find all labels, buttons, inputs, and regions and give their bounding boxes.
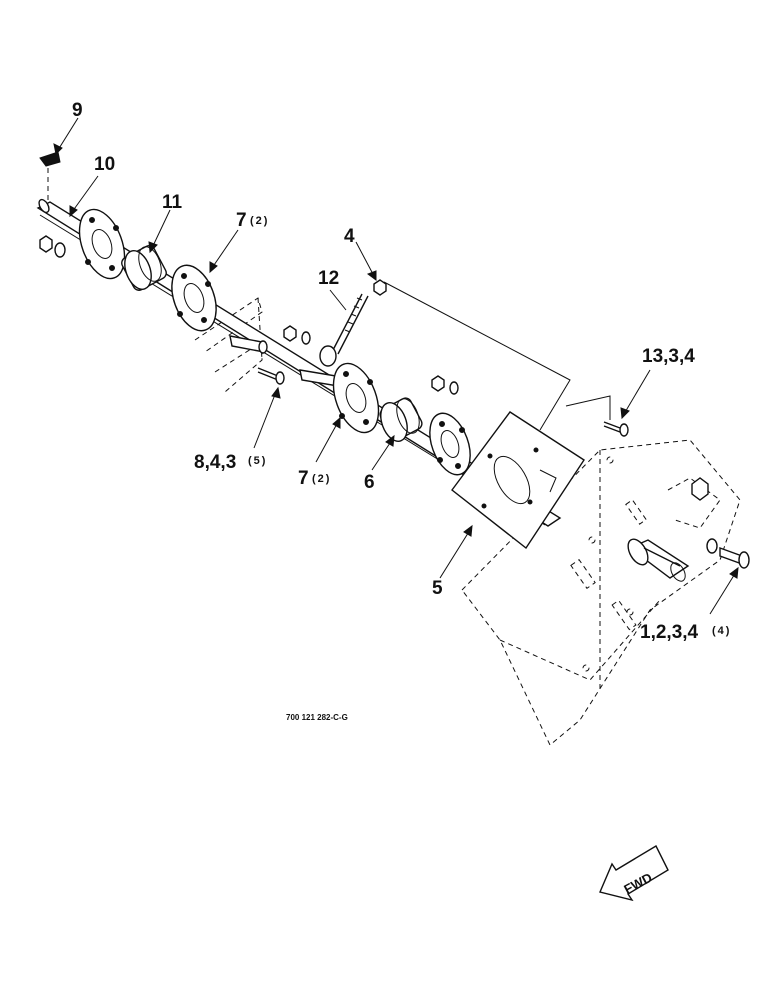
flange-10 [78,208,126,280]
flange-7-lower [332,362,380,434]
callout-12: 12 [318,268,339,289]
bearing-11 [121,245,167,291]
flange-right [429,412,471,476]
callout-5: 5 [432,578,443,599]
callout-7-lower-qty: (2) [312,473,331,485]
callout-7-upper-qty: (2) [250,215,269,227]
callout-4: 4 [344,226,355,247]
callout-8-4-3-qty: (5) [248,455,267,467]
drawing-number: 700 121 282-C-G [286,713,348,722]
mounting-bracket [461,439,741,746]
eyebolt-12 [319,293,369,367]
callout-11: 11 [162,192,183,213]
left-hardware [39,235,66,258]
callout-9: 9 [72,100,83,121]
fwd-arrow: FWD [599,845,669,902]
bolt-13 [603,421,629,437]
reference-line-13 [565,395,611,420]
callout-8-4-3: 8,4,3 [194,452,236,473]
callout-10: 10 [94,154,115,175]
key-9 [39,151,61,200]
callout-labels: 9 10 11 7 (2) 4 12 13,3,4 8,4,3 (5) 7 (2… [72,100,731,643]
bearing-6 [379,397,423,442]
callout-7-upper: 7 [236,210,247,231]
callout-1-2-3-4-qty: (4) [712,625,731,637]
callout-7-lower: 7 [298,468,309,489]
middle-hardware [283,279,459,395]
bolt-8 [257,367,285,385]
flange-7-upper [171,264,217,332]
plate-5 [451,411,585,550]
leader-lines [53,117,739,615]
bolt-1 [706,538,750,569]
callout-13-3-4: 13,3,4 [642,346,695,367]
callout-6: 6 [364,472,375,493]
callout-1-2-3-4: 1,2,3,4 [640,622,699,643]
reference-line-4 [383,281,571,431]
bracket-nut [691,477,709,501]
shaft-end [627,538,690,582]
